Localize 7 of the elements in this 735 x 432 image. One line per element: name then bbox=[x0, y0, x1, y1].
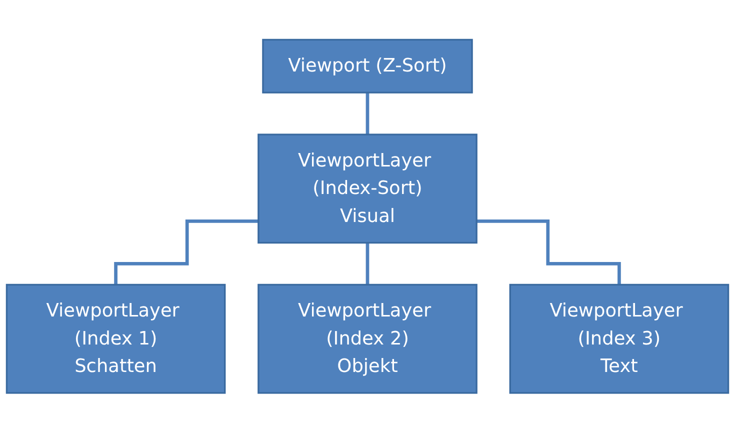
node-box: ViewportLayer (Index-Sort) Visual bbox=[258, 133, 478, 244]
node-box: ViewportLayer (Index 3) Text bbox=[509, 284, 730, 394]
connector bbox=[366, 90, 370, 136]
node-box: ViewportLayer (Index 2) Objekt bbox=[258, 284, 478, 394]
node-box: Viewport (Z-Sort) bbox=[262, 38, 473, 94]
connector bbox=[366, 240, 370, 286]
node-box: ViewportLayer (Index 1) Schatten bbox=[6, 284, 226, 394]
